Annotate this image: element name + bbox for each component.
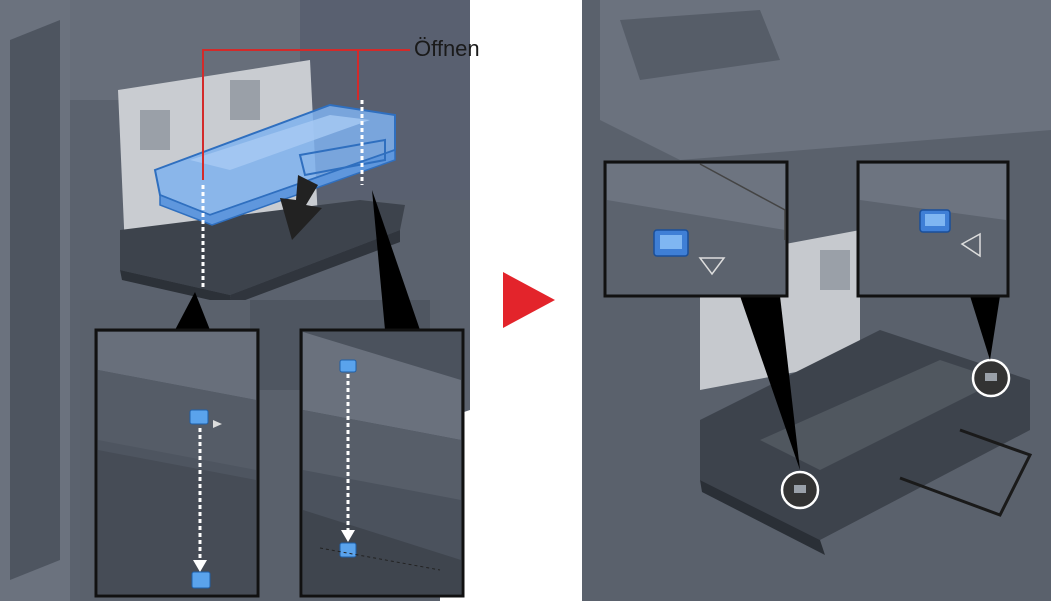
guide-marker-top bbox=[189, 409, 222, 428]
guide-lines bbox=[201, 100, 364, 290]
open-callout-lines bbox=[202, 49, 410, 180]
inset-right-bottom bbox=[299, 328, 465, 598]
down-arrow-icon bbox=[280, 175, 322, 240]
right-panel bbox=[582, 0, 1051, 601]
blue-cover bbox=[153, 103, 396, 226]
guide-marker-left bbox=[653, 229, 689, 257]
triangle-marker-icon bbox=[698, 257, 726, 276]
guide-marker-right bbox=[919, 209, 951, 233]
inset-left-bottom bbox=[94, 328, 260, 598]
open-callout-label: Öffnen bbox=[414, 36, 480, 61]
left-panel bbox=[0, 0, 470, 601]
inset-right-panel-right bbox=[856, 160, 1010, 298]
next-step-arrow-icon bbox=[503, 272, 555, 328]
inset-right-panel-left bbox=[603, 160, 789, 298]
